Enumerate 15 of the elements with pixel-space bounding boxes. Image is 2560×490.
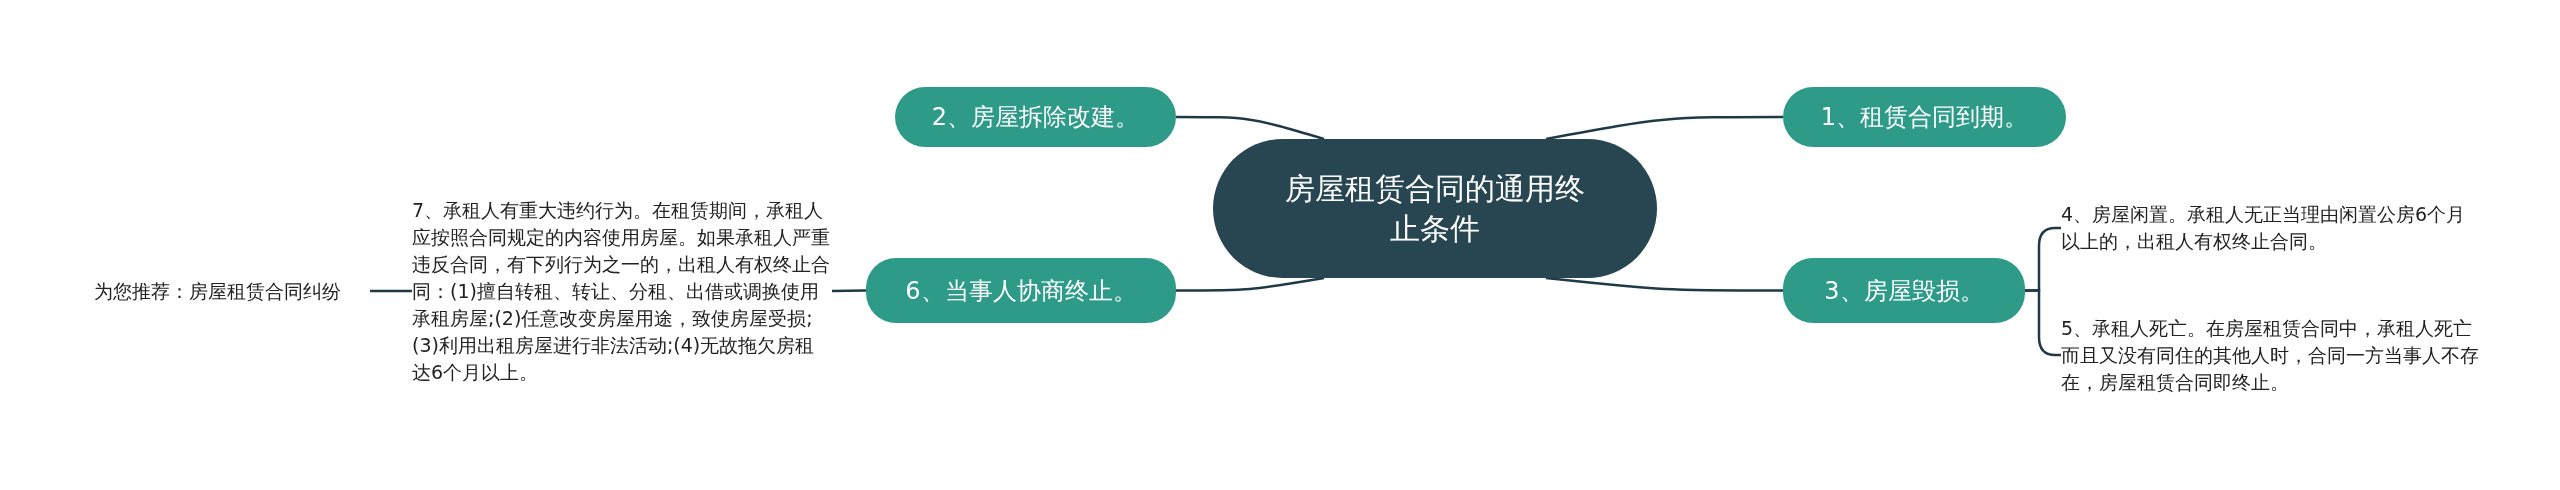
topic-text: 为您推荐：房屋租赁合同纠纷	[94, 278, 370, 304]
connector-line	[1176, 115, 1325, 141]
topic-pill: 3、房屋毁损。	[1783, 258, 2025, 323]
topic-text: 7、承租人有重大违约行为。在租赁期间，承租人应按照合同规定的内容使用房屋。如果承租人严重违反合同，有下列行为之一的，出租人有权终止合同：(1)擅自转租、转让、分租、出借或调换使用承租房屋;(2)任意改变房屋用途，致使房屋受损;(3)利用出租房屋进行非法活动;(4)无故拖欠房租达6个月以上。	[412, 196, 832, 386]
topic-text: 5、承租人死亡。在房屋租赁合同中，承租人死亡而且又没有同住的其他人时，合同一方当事人不存在，房屋租赁合同即终止。	[2061, 312, 2486, 398]
topic-pill: 2、房屋拆除改建。	[895, 87, 1176, 147]
connector-line	[1545, 115, 1783, 141]
connector-line	[1176, 276, 1325, 292]
connector-line	[832, 289, 866, 293]
topic-text: 4、房屋闲置。承租人无正当理由闲置公房6个月以上的，出租人有权终止合同。	[2061, 200, 2481, 256]
topic-pill: 6、当事人协商终止。	[866, 258, 1176, 323]
central-topic: 房屋租赁合同的通用终止条件	[1213, 139, 1657, 278]
connector-line	[370, 289, 412, 293]
topic-pill: 1、租赁合同到期。	[1783, 87, 2066, 147]
connector-line	[1545, 276, 1783, 292]
